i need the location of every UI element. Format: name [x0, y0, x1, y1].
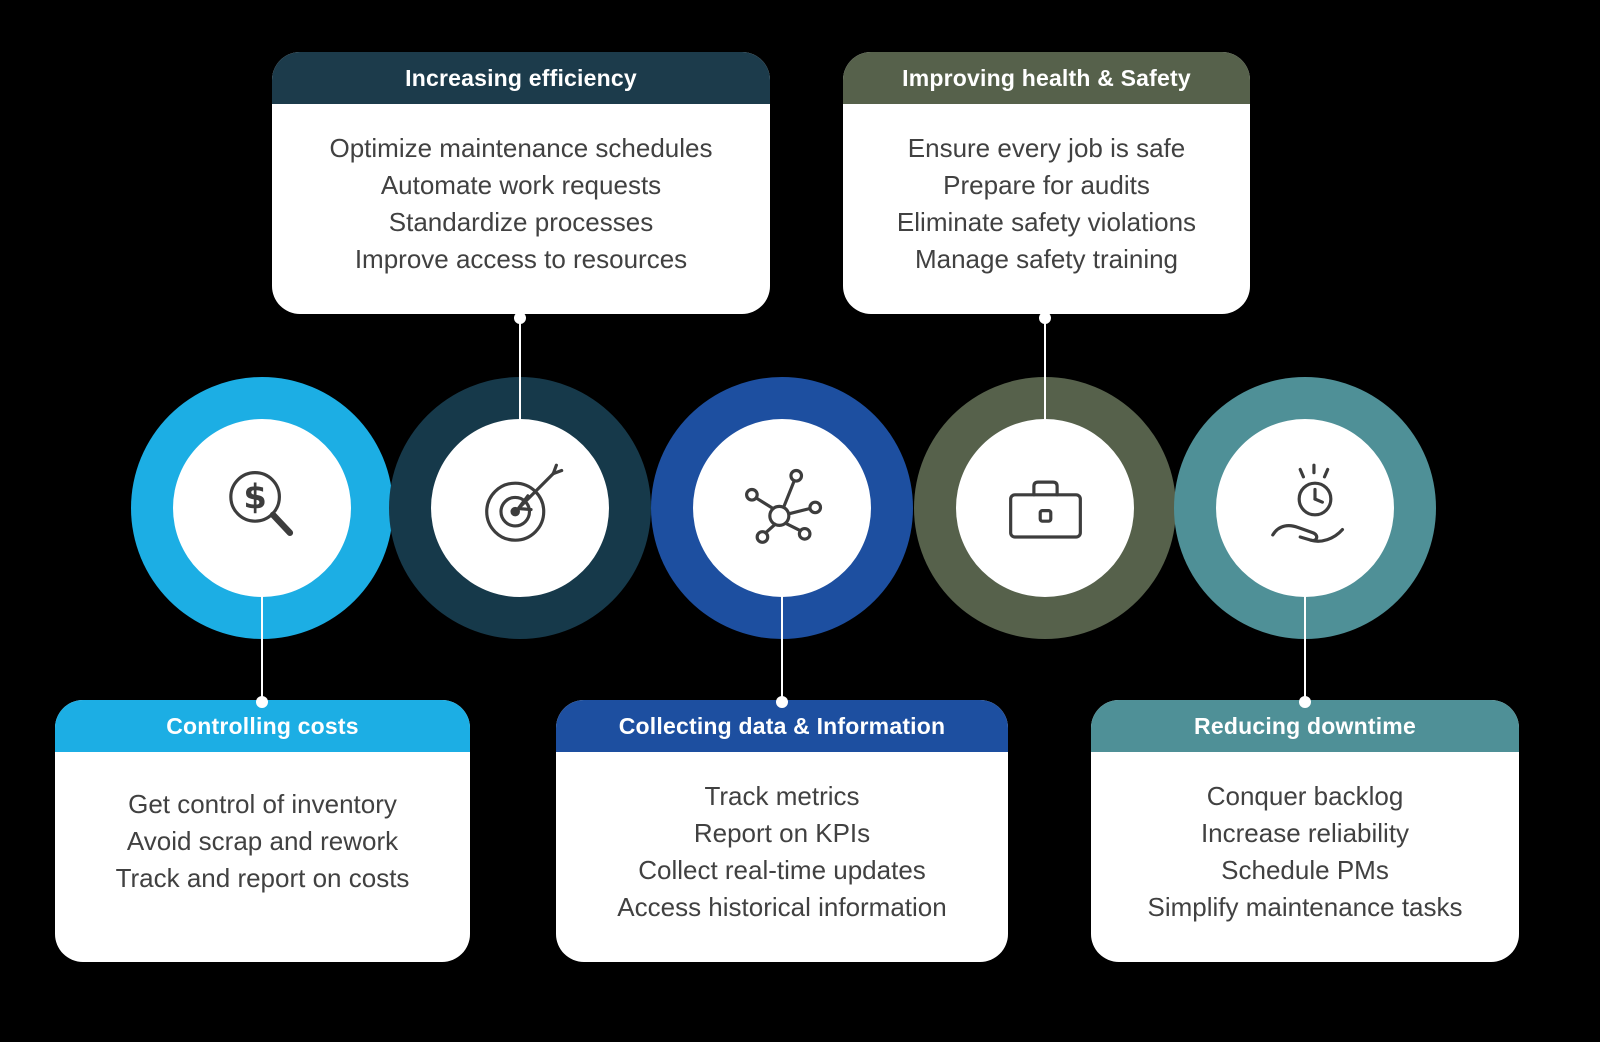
- connector-dot: [776, 696, 788, 708]
- card-line: Ensure every job is safe: [907, 133, 1186, 163]
- card-line: Optimize maintenance schedules: [329, 133, 713, 163]
- connector-improving-health-safety: [1044, 314, 1046, 454]
- circle-inner: [431, 419, 609, 597]
- circle-inner: [693, 419, 871, 597]
- card-line: Schedule PMs: [1221, 855, 1389, 885]
- card-body: Track metrics Report on KPIs Collect rea…: [556, 752, 1008, 926]
- card-controlling-costs: Controlling costs Get control of invento…: [55, 700, 470, 962]
- card-increasing-efficiency: Increasing efficiency Optimize maintenan…: [272, 52, 770, 314]
- card-header-improving-health-safety: Improving health & Safety: [843, 52, 1250, 104]
- card-body: Conquer backlog Increase reliability Sch…: [1091, 752, 1519, 926]
- card-header-controlling-costs: Controlling costs: [55, 700, 470, 752]
- card-line: Simplify maintenance tasks: [1147, 892, 1463, 922]
- circle-inner: [1216, 419, 1394, 597]
- card-header-reducing-downtime: Reducing downtime: [1091, 700, 1519, 752]
- card-line: Collect real-time updates: [638, 855, 926, 885]
- card-body: Get control of inventory Avoid scrap and…: [55, 752, 470, 897]
- card-line: Get control of inventory: [128, 789, 397, 819]
- card-collecting-data-information: Collecting data & Information Track metr…: [556, 700, 1008, 962]
- card-line: Manage safety training: [914, 244, 1179, 274]
- card-title: Increasing efficiency: [405, 64, 637, 91]
- card-line: Improve access to resources: [354, 244, 688, 274]
- connector-collecting-data: [781, 572, 783, 702]
- card-header-increasing-efficiency: Increasing efficiency: [272, 52, 770, 104]
- connector-controlling-costs: [261, 572, 263, 702]
- card-line: Track and report on costs: [115, 863, 410, 893]
- card-improving-health-safety: Improving health & Safety Ensure every j…: [843, 52, 1250, 314]
- connector-dot: [1039, 312, 1051, 324]
- circle-inner: $: [173, 419, 351, 597]
- connector-increasing-efficiency: [519, 314, 521, 454]
- card-reducing-downtime: Reducing downtime Conquer backlog Increa…: [1091, 700, 1519, 962]
- card-line: Automate work requests: [380, 170, 662, 200]
- hand-clock-icon: [1270, 463, 1344, 543]
- card-header-collecting-data-information: Collecting data & Information: [556, 700, 1008, 752]
- svg-text:$: $: [243, 477, 267, 516]
- card-line: Standardize processes: [388, 207, 654, 237]
- connector-dot: [256, 696, 268, 708]
- card-title: Controlling costs: [166, 712, 359, 739]
- search-dollar-icon: $: [228, 470, 293, 536]
- card-line: Access historical information: [617, 892, 947, 922]
- briefcase-icon: [1008, 480, 1082, 539]
- card-title: Reducing downtime: [1194, 712, 1416, 739]
- card-line: Conquer backlog: [1206, 781, 1404, 811]
- card-line: Eliminate safety violations: [896, 207, 1197, 237]
- card-title: Collecting data & Information: [618, 712, 946, 739]
- card-body: Ensure every job is safe Prepare for aud…: [843, 104, 1250, 278]
- connector-dot: [1299, 696, 1311, 708]
- card-line: Report on KPIs: [693, 818, 871, 848]
- card-line: Prepare for audits: [943, 170, 1150, 200]
- card-line: Increase reliability: [1200, 818, 1410, 848]
- target-icon: [484, 463, 563, 542]
- card-line: Track metrics: [704, 781, 860, 811]
- connector-reducing-downtime: [1304, 572, 1306, 702]
- connector-dot: [514, 312, 526, 324]
- network-icon: [744, 468, 822, 544]
- card-title: Improving health & Safety: [902, 64, 1191, 91]
- circle-collecting-data: [651, 377, 913, 639]
- card-line: Avoid scrap and rework: [126, 826, 399, 856]
- card-body: Optimize maintenance schedules Automate …: [272, 104, 770, 278]
